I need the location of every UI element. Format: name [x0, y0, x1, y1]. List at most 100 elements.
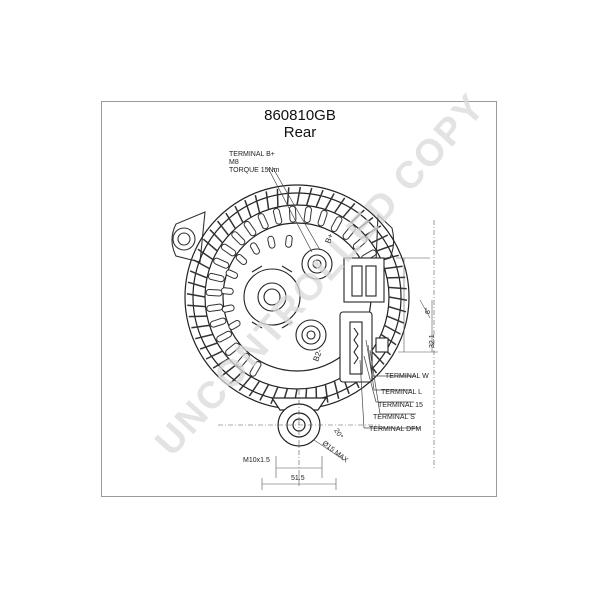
view-title: Rear — [283, 124, 317, 141]
cooling-fin — [265, 191, 270, 210]
leader-lines — [267, 167, 420, 429]
vent-slot — [205, 288, 223, 297]
callout-b-plus-line3: TORQUE 15Nm — [229, 167, 280, 174]
vent-slot — [330, 216, 343, 232]
cooling-fin — [195, 333, 214, 340]
vent-slot — [231, 231, 246, 246]
vent-slot — [342, 225, 356, 240]
mounting-ear-left — [171, 211, 206, 263]
cooling-fin — [333, 197, 346, 214]
cooling-fin — [197, 248, 214, 261]
cooling-fin — [244, 199, 252, 218]
callout-b-plus-line2: M8 — [229, 159, 239, 166]
inner-vent-slot — [228, 319, 241, 330]
cooling-fin — [305, 187, 313, 206]
cooling-fin — [350, 209, 365, 224]
dimension-lines — [218, 220, 438, 490]
cooling-fin — [186, 292, 206, 298]
cooling-fin — [187, 304, 206, 308]
vent-slot — [213, 257, 230, 269]
inner-vent-slot — [250, 242, 260, 255]
cooling-fin — [324, 384, 329, 403]
inner-vent-slot — [225, 269, 239, 279]
drawing-frame — [101, 101, 497, 497]
callout-terminal-15: TERMINAL 15 — [378, 402, 423, 409]
cooling-fin — [202, 238, 218, 252]
cooling-fin — [370, 350, 385, 365]
vent-slot — [225, 342, 240, 356]
cooling-fin — [276, 188, 279, 208]
vent-slot — [206, 303, 224, 312]
cooling-fin — [209, 229, 224, 244]
cooling-fin — [270, 386, 279, 405]
cooling-fin — [259, 384, 270, 401]
cooling-fin — [193, 259, 210, 270]
callout-terminal-w: TERMINAL W — [385, 373, 429, 380]
vent-slot — [317, 209, 328, 227]
callout-labels: TERMINAL B+ M8 TORQUE 15Nm TERMINAL W TE… — [229, 151, 429, 433]
dim-angle-1: 8° — [424, 307, 432, 314]
cooling-fin — [371, 234, 389, 244]
part-number-title: 860810GB — [264, 107, 336, 124]
dim-width: 51.5 — [291, 475, 305, 482]
terminal-b-minus — [295, 319, 327, 351]
cooling-fin — [191, 324, 210, 329]
cooling-fin — [342, 202, 356, 218]
dim-offset: 32.1 — [429, 334, 436, 348]
cooling-fin — [188, 315, 208, 318]
cooling-fin — [238, 376, 252, 392]
vent-slot — [236, 352, 250, 368]
cooling-fin — [296, 186, 302, 206]
cooling-fin — [358, 216, 374, 230]
callout-terminal-dfm: TERMINAL DFM — [369, 426, 421, 433]
cooling-fin — [384, 265, 403, 270]
vent-slot — [216, 330, 232, 343]
vent-slot — [243, 220, 257, 237]
callout-terminal-l: TERMINAL L — [381, 389, 422, 396]
dim-angle-2: 20° — [332, 427, 344, 440]
vent-slot — [257, 213, 269, 230]
callout-b-plus-line1: TERMINAL B+ — [229, 151, 275, 158]
cooling-fin — [189, 270, 208, 279]
callout-terminal-s: TERMINAL S — [373, 414, 415, 421]
cooling-fin — [315, 189, 324, 208]
cooling-fin — [220, 364, 236, 378]
cooling-fin — [205, 350, 223, 360]
terminal-marks: B+ B2- — [311, 232, 335, 363]
vent-slot — [220, 243, 237, 257]
vent-slot — [303, 206, 312, 224]
cooling-fin — [234, 205, 244, 223]
inner-vent-slot — [220, 287, 234, 295]
cooling-fin — [386, 315, 405, 324]
cooling-fin — [365, 225, 382, 237]
inner-vent-slot — [235, 253, 248, 266]
inner-vent-slot — [221, 304, 235, 313]
vent-slot — [207, 272, 225, 283]
cooling-fin — [286, 187, 290, 206]
cooling-fin — [212, 357, 229, 369]
cooling-fin — [384, 324, 401, 335]
cooling-fin — [199, 342, 218, 350]
inner-vent-slot — [267, 235, 276, 249]
cooling-fin — [229, 370, 244, 385]
cooling-fin — [386, 276, 406, 279]
cooling-fin — [388, 305, 407, 313]
vent-slot — [209, 317, 227, 328]
rotor-hub — [243, 265, 301, 329]
vent-slots — [205, 205, 384, 377]
cooling-fin — [225, 212, 237, 229]
b-plus-mark: B+ — [323, 232, 335, 245]
cooling-fin — [216, 220, 230, 236]
inner-vent-slot — [285, 234, 293, 248]
cooling-fin — [333, 380, 340, 399]
cooling-fin — [187, 281, 206, 289]
vent-slot — [352, 236, 368, 250]
cooling-fin — [376, 244, 395, 252]
terminal-b-plus — [301, 248, 333, 280]
vent-slot — [272, 207, 283, 225]
vent-slot — [249, 361, 262, 377]
cooling-fin — [248, 380, 261, 397]
regulator-connector — [339, 257, 389, 383]
